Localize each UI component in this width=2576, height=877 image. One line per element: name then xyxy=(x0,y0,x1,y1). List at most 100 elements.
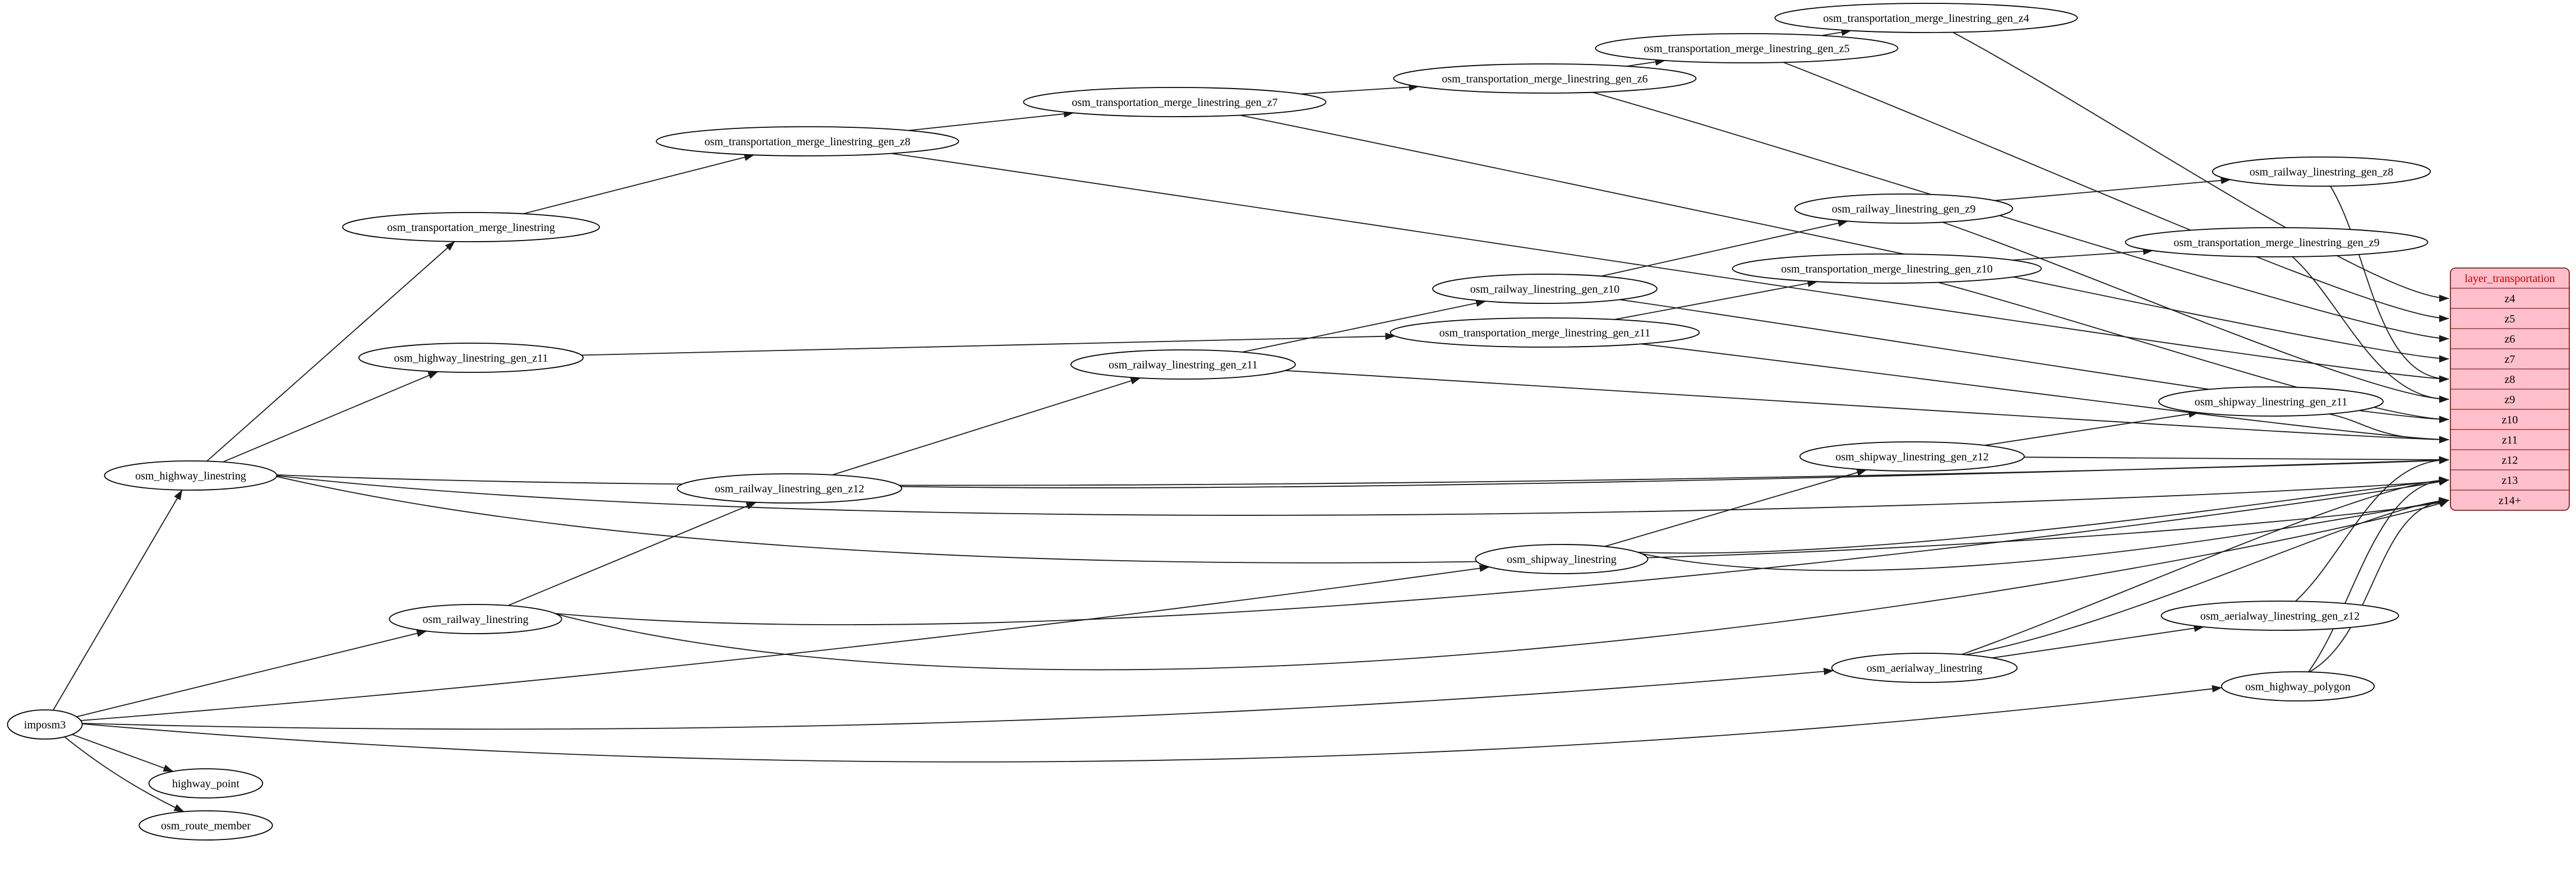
node-label: osm_transportation_merge_linestring_gen_… xyxy=(1781,263,1992,275)
layer-row-z12: z12 xyxy=(2502,454,2518,467)
edge-osm_transportation_merge_linestring_gen_z4--z4 xyxy=(1952,31,2449,302)
node-osm_railway_linestring_gen_z11: osm_railway_linestring_gen_z11 xyxy=(1070,349,1296,380)
edge-osm_shipway_linestring_gen_z12--z12 xyxy=(2024,456,2449,464)
node-ellipse xyxy=(1799,441,2025,472)
node-ellipse xyxy=(104,460,278,491)
edge-osm_transportation_merge_linestring_gen_z10--z10 xyxy=(1938,281,2449,423)
node-osm_transportation_merge_linestring_gen_z11: osm_transportation_merge_linestring_gen_… xyxy=(1389,317,1700,348)
node-ellipse xyxy=(358,343,584,373)
edge-osm_aerialway_linestring--z14 xyxy=(1965,497,2449,656)
node-osm_transportation_merge_linestring_gen_z9: osm_transportation_merge_linestring_gen_… xyxy=(2125,227,2429,257)
node-osm_transportation_merge_linestring_gen_z6: osm_transportation_merge_linestring_gen_… xyxy=(1393,63,1697,94)
node-osm_aerialway_linestring_gen_z12: osm_aerialway_linestring_gen_z12 xyxy=(2160,601,2399,631)
layer-row-z6: z6 xyxy=(2505,333,2515,345)
edge-imposm3--osm_highway_polygon xyxy=(82,685,2223,763)
edge-osm_transportation_merge_linestring_gen_z8--osm_transportation_merge_linestring_gen_z7 xyxy=(908,110,1074,131)
layer-node-title: layer_transportation xyxy=(2464,273,2555,285)
node-osm_shipway_linestring_gen_z11: osm_shipway_linestring_gen_z11 xyxy=(2158,386,2384,417)
edge-osm_transportation_merge_linestring_gen_z10--osm_transportation_merge_linestring_gen_z9 xyxy=(2012,247,2154,261)
layer-row-z7: z7 xyxy=(2505,353,2515,366)
node-label: osm_transportation_merge_linestring_gen_… xyxy=(1072,96,1277,109)
node-ellipse xyxy=(677,473,902,504)
edge-osm_railway_linestring_gen_z12--z12 xyxy=(901,456,2449,488)
node-ellipse xyxy=(2158,386,2384,417)
layer-row-z10: z10 xyxy=(2502,414,2518,426)
node-label: osm_railway_linestring_gen_z9 xyxy=(1832,203,1976,215)
edge-osm_railway_linestring_gen_z12--osm_railway_linestring_gen_z11 xyxy=(832,377,1141,476)
node-label: osm_shipway_linestring_gen_z12 xyxy=(1835,451,1988,463)
node-ellipse xyxy=(1794,193,2014,224)
node-osm_highway_linestring_gen_z11: osm_highway_linestring_gen_z11 xyxy=(358,343,584,373)
node-label: osm_route_member xyxy=(161,820,251,832)
edge-osm_railway_linestring--z14 xyxy=(556,500,2449,671)
node-label: osm_transportation_merge_linestring_gen_… xyxy=(2173,237,2379,249)
edge-osm_highway_linestring--osm_highway_linestring_gen_z11 xyxy=(223,371,438,463)
edge-osm_transportation_merge_linestring--osm_transportation_merge_linestring_gen_z8 xyxy=(523,154,755,215)
edge-osm_transportation_merge_linestring_gen_z5--z5 xyxy=(1783,62,2449,322)
edge-osm_highway_linestring--z14 xyxy=(276,476,2449,564)
edge-osm_shipway_linestring--z14 xyxy=(1641,498,2449,571)
layer-row-z13: z13 xyxy=(2502,474,2518,487)
edge-imposm3--osm_route_member xyxy=(64,736,184,813)
node-ellipse xyxy=(1023,87,1327,117)
node-label: osm_transportation_merge_linestring_gen_… xyxy=(704,136,910,148)
node-label: highway_point xyxy=(172,778,239,790)
node-osm_railway_linestring_gen_z12: osm_railway_linestring_gen_z12 xyxy=(677,473,902,504)
node-osm_route_member: osm_route_member xyxy=(139,810,273,841)
node-label: osm_highway_polygon xyxy=(2245,681,2351,693)
node-osm_shipway_linestring_gen_z12: osm_shipway_linestring_gen_z12 xyxy=(1799,441,2025,472)
node-osm_transportation_merge_linestring: osm_transportation_merge_linestring xyxy=(342,212,600,242)
node-osm_highway_linestring: osm_highway_linestring xyxy=(104,460,278,491)
edge-osm_railway_linestring_gen_z8--z8 xyxy=(2330,186,2449,383)
edge-osm_transportation_merge_linestring_gen_z7--osm_transportation_merge_linestring_gen_z6 xyxy=(1300,83,1419,95)
node-label: osm_shipway_linestring xyxy=(1507,553,1617,566)
node-label: osm_aerialway_linestring xyxy=(1867,662,1983,675)
node-osm_highway_polygon: osm_highway_polygon xyxy=(2220,671,2375,701)
node-ellipse xyxy=(1389,317,1700,348)
node-osm_transportation_merge_linestring_gen_z7: osm_transportation_merge_linestring_gen_… xyxy=(1023,87,1327,117)
node-ellipse xyxy=(342,212,600,242)
layer-node-layer_transportation: layer_transportation z4 z5 z6 z7 z8 z9 z10 z11 z1… xyxy=(2450,267,2570,511)
edge-osm_aerialway_linestring_gen_z12--z12 xyxy=(2295,456,2449,602)
node-ellipse xyxy=(1831,653,2018,683)
node-label: osm_railway_linestring_gen_z10 xyxy=(1470,283,1620,296)
node-osm_transportation_merge_linestring_gen_z4: osm_transportation_merge_linestring_gen_… xyxy=(1774,3,2078,33)
edge-osm_highway_linestring--z13 xyxy=(276,475,2449,516)
edge-osm_shipway_linestring_gen_z12--osm_shipway_linestring_gen_z11 xyxy=(1984,410,2199,446)
layer-row-z5: z5 xyxy=(2505,313,2515,325)
node-ellipse xyxy=(1475,544,1649,574)
node-label: osm_railway_linestring_gen_z11 xyxy=(1109,359,1258,371)
node-label: osm_railway_linestring_gen_z12 xyxy=(715,483,865,495)
layer-row-z4: z4 xyxy=(2505,293,2515,305)
node-ellipse xyxy=(2125,227,2429,257)
node-ellipse xyxy=(7,709,83,740)
node-ellipse xyxy=(655,126,959,156)
edge-osm_railway_linestring_gen_z9--osm_railway_linestring_gen_z8 xyxy=(1994,177,2231,201)
node-label: osm_railway_linestring xyxy=(423,613,529,626)
node-label: osm_shipway_linestring_gen_z11 xyxy=(2195,396,2348,408)
edge-osm_shipway_linestring--osm_shipway_linestring_gen_z12 xyxy=(1604,469,1867,547)
node-ellipse xyxy=(148,768,264,798)
edge-osm_railway_linestring--osm_railway_linestring_gen_z12 xyxy=(507,501,757,606)
node-highway_point: highway_point xyxy=(148,768,264,798)
edge-osm_transportation_merge_linestring_gen_z8--z8 xyxy=(891,153,2449,383)
layer-row-z11: z11 xyxy=(2502,434,2518,446)
edge-osm_transportation_merge_linestring_gen_z6--osm_transportation_merge_linestring_gen_z5 xyxy=(1626,58,1665,67)
edge-osm_aerialway_linestring--osm_aerialway_linestring_gen_z12 xyxy=(1992,624,2204,659)
node-label: imposm3 xyxy=(24,719,66,731)
edge-osm_railway_linestring--z13 xyxy=(555,478,2449,625)
edge-imposm3--osm_highway_linestring xyxy=(53,490,183,711)
edge-osm_highway_linestring_gen_z11--osm_transportation_merge_linestring_gen_z11 xyxy=(581,333,1396,356)
node-label: osm_highway_linestring xyxy=(135,470,246,482)
edge-osm_railway_linestring_gen_z9--z9 xyxy=(1942,221,2449,403)
node-osm_transportation_merge_linestring_gen_z8: osm_transportation_merge_linestring_gen_… xyxy=(655,126,959,156)
layer-row-z8: z8 xyxy=(2505,373,2515,386)
node-label: osm_transportation_merge_linestring_gen_… xyxy=(1439,327,1651,339)
node-label: osm_transportation_merge_linestring_gen_… xyxy=(1442,73,1647,85)
edge-osm_transportation_merge_linestring_gen_z5--osm_transportation_merge_linestring_gen_z4 xyxy=(1821,28,1852,36)
layer-row-z9: z9 xyxy=(2505,394,2515,406)
node-osm_railway_linestring_gen_z10: osm_railway_linestring_gen_z10 xyxy=(1432,274,1658,304)
node-ellipse xyxy=(1070,349,1296,380)
node-label: osm_transportation_merge_linestring xyxy=(387,221,555,234)
node-osm_railway_linestring_gen_z8: osm_railway_linestring_gen_z8 xyxy=(2212,156,2431,187)
